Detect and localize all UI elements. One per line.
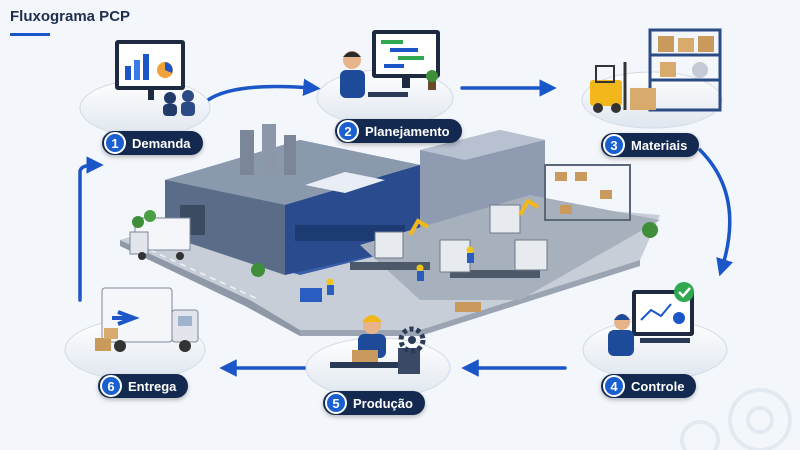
page-title: Fluxograma PCP <box>10 8 131 25</box>
arrow-3-to-4 <box>698 148 733 277</box>
step-pill-1: 1 Demanda <box>102 131 203 155</box>
step-label: Planejamento <box>365 123 450 139</box>
step-4-controle <box>582 282 728 381</box>
title-underline <box>10 33 50 36</box>
arrow-1-to-2 <box>206 78 321 102</box>
flow-arrows <box>78 78 733 377</box>
step-3-materiais <box>581 28 723 129</box>
step-label: Entrega <box>128 378 177 394</box>
gear-icon <box>680 388 792 450</box>
step-number: 5 <box>325 392 347 414</box>
step-6-entrega <box>64 287 206 381</box>
worker-gear-box-icon <box>330 315 426 374</box>
step-label: Materiais <box>631 137 688 153</box>
step-pill-4: 4 Controle <box>601 374 697 398</box>
step-number: 1 <box>104 132 126 154</box>
step-number: 6 <box>100 375 122 397</box>
step-label: Demanda <box>132 135 191 151</box>
step-2-planejamento <box>316 30 454 127</box>
step-1-demanda <box>79 40 211 137</box>
delivery-truck-icon <box>95 287 199 352</box>
step-label: Produção <box>353 395 413 411</box>
step-number: 2 <box>337 120 359 142</box>
factory-illustration <box>120 124 660 336</box>
step-number: 4 <box>603 375 625 397</box>
control-monitor-check-icon <box>608 282 694 356</box>
forklift-shelves-icon <box>590 28 722 113</box>
step-label: Controle <box>631 378 685 394</box>
planner-at-computer-icon <box>340 30 440 98</box>
dashboard-monitor-people-icon <box>115 40 195 116</box>
step-pill-2: 2 Planejamento <box>335 119 462 143</box>
step-number: 3 <box>603 134 625 156</box>
step-pill-6: 6 Entrega <box>98 374 189 398</box>
step-pill-3: 3 Materiais <box>601 133 700 157</box>
step-pill-5: 5 Produção <box>323 391 425 415</box>
arrow-6-to-1 <box>78 156 104 302</box>
step-5-producao <box>305 315 451 399</box>
